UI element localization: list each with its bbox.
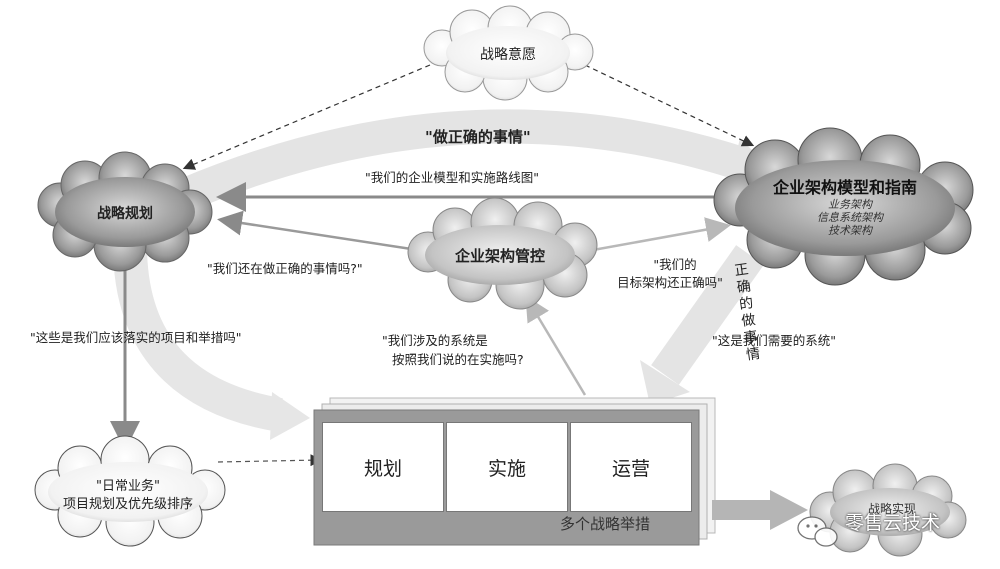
initiative-box-operations-label: 运营 [611,457,650,480]
ea-model-line-3: 技术架构 [828,224,872,237]
ea-model-line-1: 业务架构 [828,198,872,211]
systems-we-need-label: "这是我们需要的系统" [712,333,836,348]
to-realization-arrow-body [712,500,772,520]
cloud-strategic-intent [423,5,594,101]
cloud-strategic-planning [37,151,213,272]
initiatives-caption: 多个战略举措 [560,515,651,533]
target-arch-line-2: 目标架构还正确吗" [617,275,723,290]
model-roadmap-label: "我们的企业模型和实施路线图" [365,170,539,185]
planning-sweep-arrow [113,244,283,432]
ea-model-line-2: 信息系统架构 [817,211,883,224]
initiative-box-planning: 规划 [322,422,444,512]
strategic-intent-label: 战略意愿 [480,47,536,63]
daily-business-line-2: 项目规划及优先级排序 [62,497,193,512]
target-arch-line-1: "我们的 [653,257,697,272]
cloud-daily-business [34,435,226,547]
still-doing-right-label: "我们还在做正确的事情吗?" [207,261,363,276]
to-realization-arrow-head [770,490,808,530]
systems-as-said-line-1: "我们涉及的系统是 [382,333,488,348]
initiative-box-implementation: 实施 [446,422,568,512]
systems-as-said-line-2: 按照我们说的在实施吗? [392,352,524,367]
projects-to-implement-label: "这些是我们应该落实的项目和举措吗" [30,330,242,345]
ea-governance-label: 企业架构管控 [454,247,545,265]
daily-business-line-1: "日常业务" [96,479,160,494]
cloud-strategy-realization [809,463,967,557]
ea-model-title: 企业架构模型和指南 [772,178,917,197]
watermark-text: 零售云技术 [845,512,941,534]
wechat-icon [797,516,838,547]
cloud-ea-model [713,127,974,286]
do-right-things-arc [168,109,762,212]
strategic-planning-label: 战略规划 [97,206,153,222]
governance-to-model-arrow [592,217,731,252]
strategy-realization-label: 战略实现 [867,502,916,516]
do-right-things-label: "做正确的事情" [425,128,531,146]
intent-to-model-arrow [584,64,755,147]
initiatives-to-governance-arrow [525,295,587,396]
cloud-ea-governance [407,197,598,310]
initiative-box-implementation-label: 实施 [487,457,526,480]
governance-to-planning-arrow [217,210,419,252]
do-things-right-arrow [651,245,764,385]
initiative-box-planning-label: 规划 [363,457,402,480]
do-things-right-arrow-head [640,360,690,405]
daily-to-initiatives-arrow [217,454,323,467]
initiative-box-operations: 运营 [570,422,692,512]
planning-sweep-arrow-head [270,392,310,440]
